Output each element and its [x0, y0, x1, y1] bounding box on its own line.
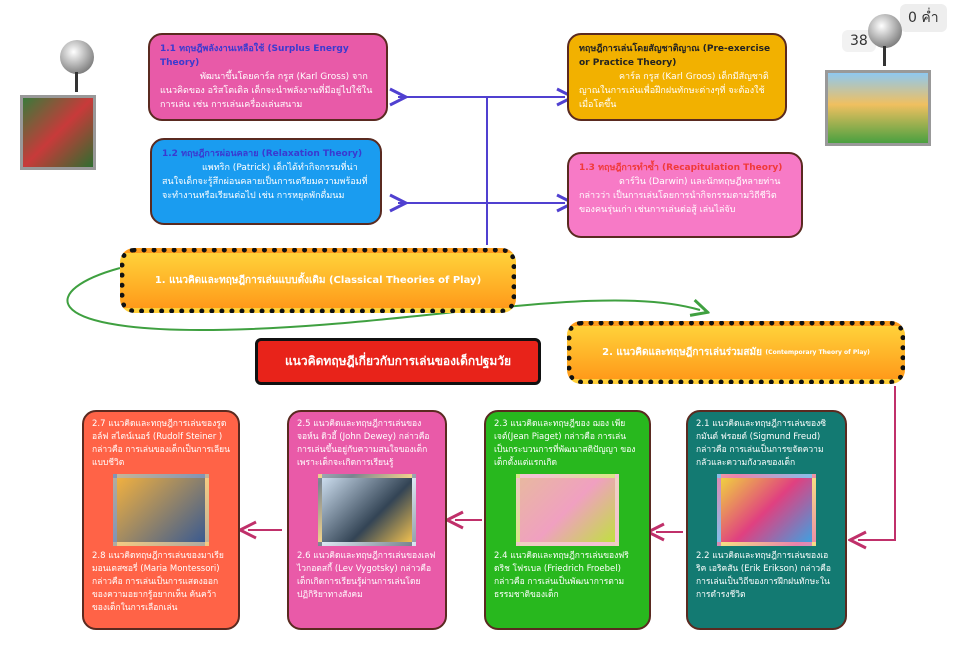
surplus-energy-theory-box: 1.1 ทฤษฎีพลังงานเหลือใช้ (Surplus Energy…	[148, 33, 388, 121]
piaget-froebel-box: 2.3 แนวคิดและทฤษฎีของ ฌอง เพียเจต์(Jean …	[484, 410, 651, 630]
main-topic-node: แนวคิดทฤษฎีเกี่ยวกับการเล่นของเด็กปฐมวัย	[255, 338, 541, 385]
photo	[112, 474, 210, 546]
photo	[516, 474, 619, 546]
pushpin-icon	[868, 14, 902, 48]
pre-exercise-theory-box: ทฤษฎีการเล่นโดยสัญชาติญาณ (Pre-exercise …	[567, 33, 787, 121]
freud-erikson-box: 2.1 แนวคิดและทฤษฎีการเล่นของซิกมันด์ ฟรอ…	[686, 410, 847, 630]
playground-photo-right	[825, 70, 931, 146]
pushpin-icon	[60, 40, 94, 74]
recapitulation-theory-box: 1.3 ทฤษฎีการทำซ้ำ (Recapitulation Theory…	[567, 152, 803, 238]
dewey-vygotsky-box: 2.5 แนวคิดและทฤษฎีการเล่นของจอห์น ดิวอี้…	[287, 410, 447, 630]
photo	[717, 474, 816, 546]
view-count-badge: 38	[842, 30, 876, 52]
steiner-montessori-box: 2.7 แนวคิดและทฤษฎีการเล่นของรูดอล์ฟ สไตน…	[82, 410, 240, 630]
classical-theories-node: 1. แนวคิดและทฤษฎีการเล่นแบบดั้งเดิม (Cla…	[120, 248, 516, 313]
relaxation-theory-box: 1.2 ทฤษฎีการผ่อนคลาย (Relaxation Theory)…	[150, 138, 382, 225]
comment-count-badge[interactable]: 0 ค่ำ	[900, 4, 947, 32]
contemporary-theories-node: 2. แนวคิดและทฤษฎีการเล่นร่วมสมัย (Contem…	[567, 321, 905, 384]
photo	[318, 474, 416, 546]
children-playing-photo-left	[20, 95, 96, 170]
